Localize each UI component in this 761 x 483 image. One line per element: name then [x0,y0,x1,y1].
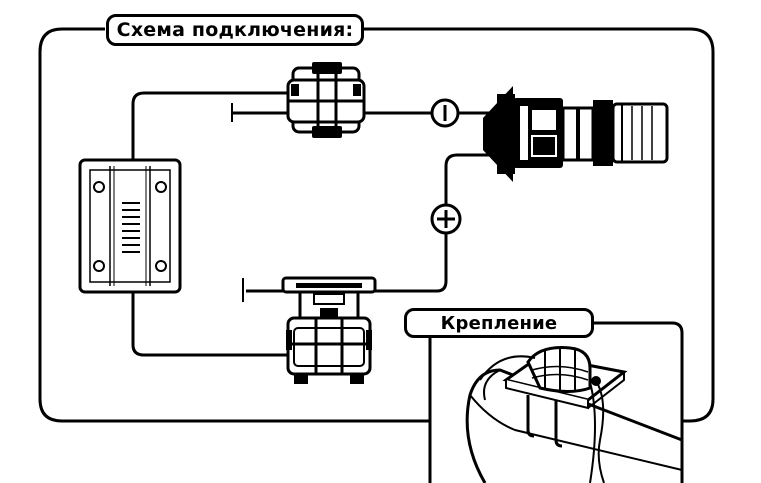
lamp-bulb-icon [483,86,669,182]
bracket-mount-icon [465,346,683,483]
wire-connector-top-icon [286,62,366,138]
wire-positive-to-lamp [246,153,496,293]
mount-label: Крепление [404,308,594,338]
positive-terminal-icon [430,203,462,235]
outer-frame-right [364,27,715,423]
diagram-title: Схема подключения: [106,14,364,46]
outer-frame [38,27,430,423]
wire-module-bottom [131,290,290,357]
control-module-icon [78,158,182,294]
wire-connector-bottom-icon [281,276,377,384]
negative-terminal-icon [430,98,460,128]
wire-module-top [131,91,290,160]
